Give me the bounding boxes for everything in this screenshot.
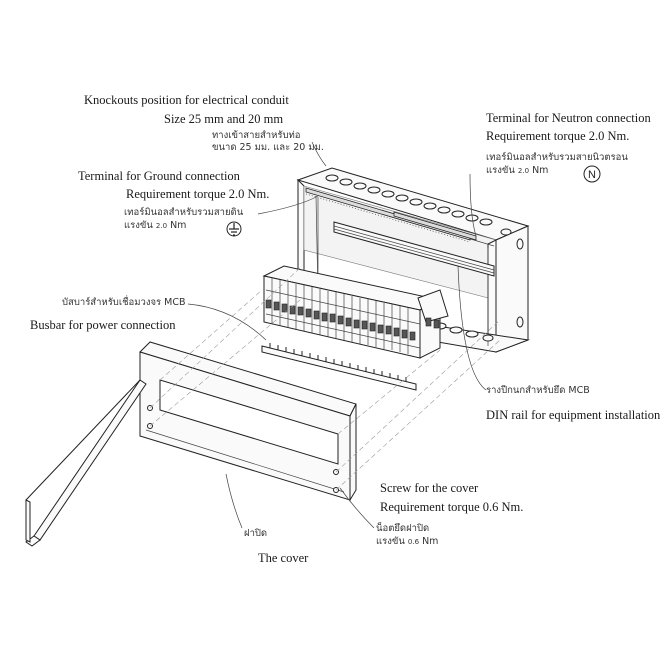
dinrail-thai: รางปีกนกสำหรับยึด MCB (486, 385, 590, 396)
ground-title: Terminal for Ground connection (78, 169, 240, 183)
neutral-terminal-strip (393, 211, 477, 241)
ground-thai-line-2: แรงขัน (124, 220, 153, 231)
screw-torque-unit: Nm (422, 536, 439, 547)
busbar-thai: บัสบาร์สำหรับเชื่อมวงจร MCB (62, 297, 186, 308)
din-rail (333, 221, 495, 277)
screw-thai-torque: แรงขัน 0.6 Nm (376, 537, 438, 547)
ground-thai-torque: แรงขัน 2.0 Nm (124, 221, 186, 231)
neutron-torque-unit: Nm (532, 165, 549, 176)
neutral-symbol-icon: N (583, 165, 601, 183)
neutron-torque-value: 2.0 (517, 167, 530, 175)
knockouts-size: Size 25 mm and 20 mm (164, 112, 284, 126)
knockouts-thai-line-1: ทางเข้าสายสำหรับท่อ (212, 130, 301, 141)
cover-title: The cover (258, 551, 309, 565)
screw-torque-value: 0.6 (407, 538, 420, 546)
neutron-title: Terminal for Neutron connection (486, 111, 651, 125)
door-flap (25, 379, 147, 547)
neutron-thai-torque: แรงขัน 2.0 Nm (486, 166, 548, 176)
screw-thai-line-2: แรงขัน (376, 536, 405, 547)
busbar (261, 343, 417, 391)
screw-torque: Requirement torque 0.6 Nm. (380, 500, 524, 514)
neutron-thai-line-2: แรงขัน (486, 165, 515, 176)
busbar-title: Busbar for power connection (30, 318, 176, 332)
dinrail-title: DIN rail for equipment installation (486, 408, 661, 422)
assembly-guide-lines (149, 267, 501, 491)
neutron-thai-line-1: เทอร์มินอลสำหรับรวมสายนิวตรอน (486, 152, 628, 163)
ground-symbol-icon (226, 221, 242, 237)
ground-torque-value: 2.0 (155, 222, 168, 230)
screw-title: Screw for the cover (380, 481, 479, 495)
mcb-block (262, 265, 449, 359)
ground-thai-line-1: เทอร์มินอลสำหรับรวมสายดิน (124, 207, 244, 218)
neutral-symbol-letter: N (588, 169, 596, 181)
leader-lines (187, 141, 487, 529)
ground-torque-unit: Nm (170, 220, 187, 231)
ground-torque: Requirement torque 2.0 Nm. (126, 187, 270, 201)
knockouts-title: Knockouts position for electrical condui… (84, 93, 289, 107)
knockout-holes (325, 174, 524, 342)
neutron-torque: Requirement torque 2.0 Nm. (486, 129, 630, 143)
knockouts-thai-line-2: ขนาด 25 มม. และ 20 มม. (212, 142, 324, 153)
screw-thai-line-1: น็อตยึดฝาปิด (376, 523, 430, 534)
cover-thai: ฝาปิด (244, 528, 268, 539)
